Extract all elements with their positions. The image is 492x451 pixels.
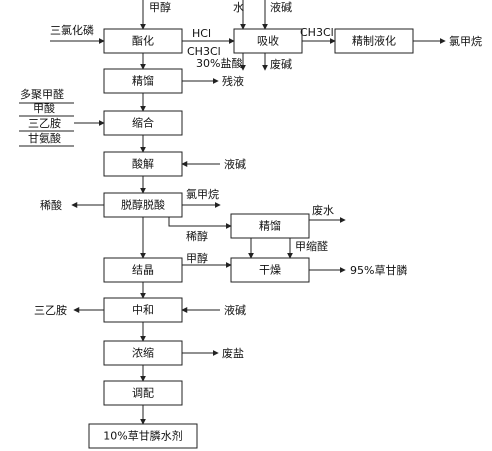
waste-salt-label: 废盐: [222, 346, 244, 360]
concentrate-label: 浓缩: [132, 347, 154, 360]
chloromethane-out-label: 氯甲烷: [449, 34, 482, 48]
tea-out-label: 三乙胺: [34, 303, 67, 317]
condense-label: 缩合: [132, 116, 154, 130]
crystallize-label: 结晶: [132, 264, 154, 277]
hcl-label: HCl: [192, 27, 211, 40]
methylal-label: 甲缩醛: [295, 239, 328, 253]
dilute-acid-label: 稀酸: [40, 198, 62, 212]
acidolysis-box: [103, 151, 183, 177]
dry-label: 干燥: [259, 264, 281, 277]
distill1-label: 精馏: [132, 74, 154, 88]
dealcohol-deacid-label: 脱醇脱酸: [121, 198, 165, 212]
acidolysis-label: 酸解: [132, 157, 154, 171]
hcl30-label: 30%盐酸: [196, 56, 242, 70]
dilute-alcohol-arrow: [168, 217, 232, 229]
dry-box: [230, 257, 310, 283]
product-label: 10%草甘膦水剂: [103, 429, 182, 443]
methanol-top-label: 甲醇: [149, 0, 171, 14]
formic-label: 甲酸: [33, 101, 55, 115]
waste-water-label: 废水: [312, 203, 334, 217]
water-label: 水: [233, 1, 244, 14]
lye-neutralize-label: 液碱: [224, 303, 246, 317]
dilute-alcohol-label: 稀醇: [186, 229, 208, 243]
ch3cl-b-label: CH3Cl: [300, 26, 334, 39]
tea-in-label: 三乙胺: [28, 116, 61, 130]
distill2-label: 精馏: [259, 219, 281, 233]
absorb-box: [233, 28, 303, 54]
methanol-cryst-label: 甲醇: [186, 251, 208, 265]
refine-liquefy-box: [334, 28, 414, 54]
waste-lye-label: 废碱: [270, 57, 292, 71]
blend-label: 调配: [132, 387, 154, 400]
neutralize-label: 中和: [132, 304, 154, 317]
esterify-label: 酯化: [132, 34, 154, 48]
refine-liquefy-label: 精制液化: [352, 34, 396, 48]
paraformaldehyde-label: 多聚甲醛: [20, 87, 64, 101]
lye-acidolysis-label: 液碱: [224, 157, 246, 171]
residue-label: 残液: [222, 74, 244, 88]
glyphosate95-label: 95%草甘膦: [350, 264, 407, 277]
lye-top-label: 液碱: [270, 0, 292, 14]
glycine-label: 甘氨酸: [28, 131, 61, 145]
pcl3-label: 三氯化磷: [50, 23, 94, 37]
ch3cl-a-label: CH3Cl: [187, 45, 221, 58]
chloromethane2-label: 氯甲烷: [186, 187, 219, 201]
concentrate-box: [103, 340, 183, 366]
absorb-label: 吸收: [257, 34, 279, 48]
